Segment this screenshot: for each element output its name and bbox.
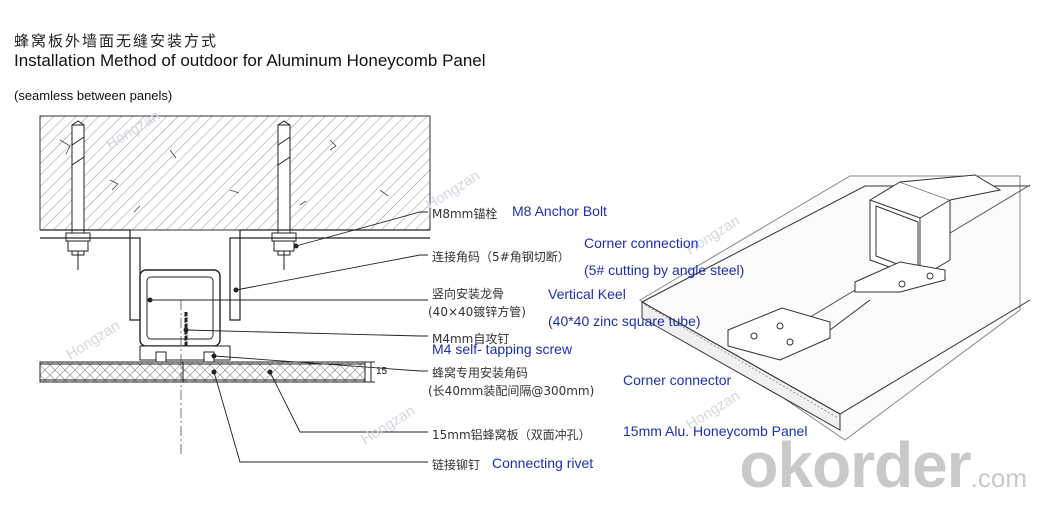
honeycomb-corner-connector	[139, 345, 231, 363]
dimension-label: 15	[376, 366, 388, 377]
leader-lines	[150, 211, 428, 463]
brand-main: okorder	[739, 429, 971, 501]
label-rivet-cn: 链接铆钉	[432, 458, 481, 472]
label-vertical-keel-en: Vertical Keel	[548, 286, 626, 302]
label-corner-connection-en2: (5# cutting by angle steel)	[584, 262, 745, 278]
label-screw-cn: M4mm自攻钉	[432, 332, 510, 346]
title-chinese: 蜂窝板外墙面无缝安装方式	[14, 32, 219, 50]
subtitle: (seamless between panels)	[14, 88, 173, 103]
label-corner-connector-cn2: (长40mm装配间隔@300mm)	[428, 384, 595, 398]
dimension-mark	[365, 361, 375, 383]
label-vertical-keel-cn: 竖向安装龙骨	[432, 287, 505, 301]
label-corner-connection-en: Corner connection	[584, 235, 699, 251]
label-corner-connector-cn: 蜂窝专用安装角码	[432, 366, 529, 380]
label-corner-connection-cn: 连接角码（5#角钢切断）	[432, 250, 570, 264]
honeycomb-panel-section	[39, 361, 366, 383]
label-screw-en: M4 self- tapping screw	[432, 341, 573, 357]
concrete-wall	[39, 115, 431, 231]
label-vertical-keel-cn2: (40×40镀锌方管)	[428, 305, 526, 319]
label-honeycomb-panel-en: 15mm Alu. Honeycomb Panel	[623, 423, 808, 439]
svg-text:Hongzan: Hongzan	[63, 317, 123, 363]
label-honeycomb-panel-cn: 15mm铝蜂窝板（双面冲孔）	[432, 428, 591, 442]
label-rivet-en: Connecting rivet	[492, 455, 594, 471]
corner-connection	[40, 229, 430, 321]
brand-logo: okorder.com	[739, 428, 1027, 502]
title-english: Installation Method of outdoor for Alumi…	[14, 51, 486, 70]
perspective-view	[639, 174, 1031, 441]
svg-text:Hongzan: Hongzan	[358, 402, 418, 448]
vertical-keel	[139, 269, 221, 347]
brand-suffix: .com	[970, 463, 1027, 493]
label-anchor-bolt-en: M8 Anchor Bolt	[512, 203, 607, 219]
anchor-bolt-left	[65, 120, 91, 270]
leader-dots	[147, 243, 299, 375]
label-vertical-keel-en2: (40*40 zinc square tube)	[548, 313, 701, 329]
anchor-bolt-right	[271, 120, 297, 270]
label-anchor-bolt-cn: M8mm锚栓	[432, 207, 498, 221]
label-corner-connector-en: Corner connector	[623, 372, 732, 388]
